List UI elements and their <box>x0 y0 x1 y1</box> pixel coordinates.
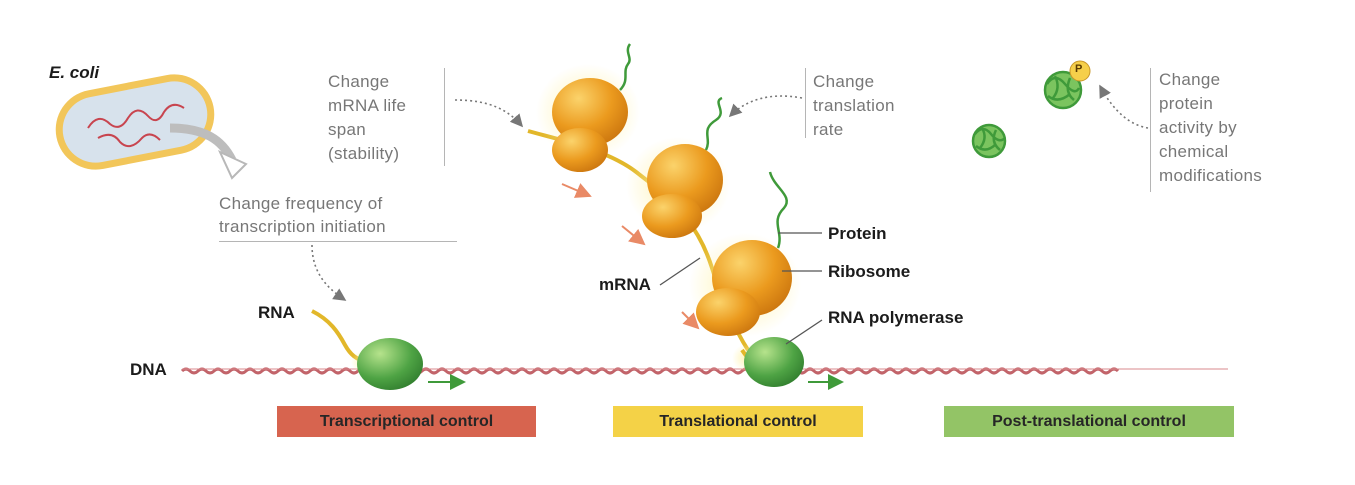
movement-arrow-2 <box>621 225 646 246</box>
ecoli-cell-icon <box>55 74 215 170</box>
protein-note-rule <box>1150 68 1151 192</box>
transcription-note-line2: transcription initiation <box>219 217 386 236</box>
protein-note-line1: Change <box>1159 70 1221 89</box>
rna-polymerase-right <box>744 337 804 387</box>
translation-note-rule <box>805 68 806 138</box>
mrna-label: mRNA <box>599 275 651 294</box>
post-translational-control-box: Post-translational control <box>944 406 1234 437</box>
protein-note-line3: activity by <box>1159 118 1237 137</box>
ribosome-3-icon <box>689 171 801 337</box>
translation-note-line2: translation <box>813 96 895 115</box>
translational-control-box: Translational control <box>613 406 863 437</box>
ribosome-2-icon <box>626 96 730 238</box>
phosphate-icon <box>1069 60 1091 82</box>
ribosome-1-icon <box>536 43 640 172</box>
modified-protein-icon <box>1043 70 1083 110</box>
transcription-note-rule <box>219 241 457 242</box>
dna-label: DNA <box>130 360 167 379</box>
protein-note-line2: protein <box>1159 94 1214 113</box>
protein-note-arrow <box>1099 84 1149 129</box>
translation-note-line3: rate <box>813 120 844 139</box>
transcription-note-line1: Change frequency of <box>219 194 383 213</box>
mrna-note-line4: (stability) <box>328 144 400 163</box>
rna-polymerase-left <box>357 338 423 390</box>
cell-arrow-icon <box>169 123 237 163</box>
mrna-note-arrow <box>454 99 524 128</box>
mrna-note-line3: span <box>328 120 367 139</box>
protein-label: Protein <box>828 224 887 243</box>
dna-strand <box>180 367 1120 375</box>
mrna-note-line2: mRNA life <box>328 96 407 115</box>
mrna-note-line1: Change <box>328 72 390 91</box>
ribosome-label: Ribosome <box>828 262 911 281</box>
organism-label: E. coli <box>49 63 100 82</box>
rna-polymerase-label: RNA polymerase <box>828 308 964 327</box>
movement-arrow-1 <box>561 183 592 198</box>
folded-protein-icon <box>971 123 1007 159</box>
rna-label: RNA <box>258 303 295 322</box>
transcription-note-arrow <box>311 244 347 301</box>
protein-note-line5: modifications <box>1159 166 1263 185</box>
translation-note-line1: Change <box>813 72 875 91</box>
movement-arrow-3 <box>681 311 700 330</box>
translation-note-arrow <box>728 95 803 118</box>
transcriptional-control-box: Transcriptional control <box>277 406 536 437</box>
protein-note-line4: chemical <box>1159 142 1229 161</box>
phosphate-label: P <box>1075 63 1083 75</box>
mrna-note-rule <box>444 68 445 166</box>
